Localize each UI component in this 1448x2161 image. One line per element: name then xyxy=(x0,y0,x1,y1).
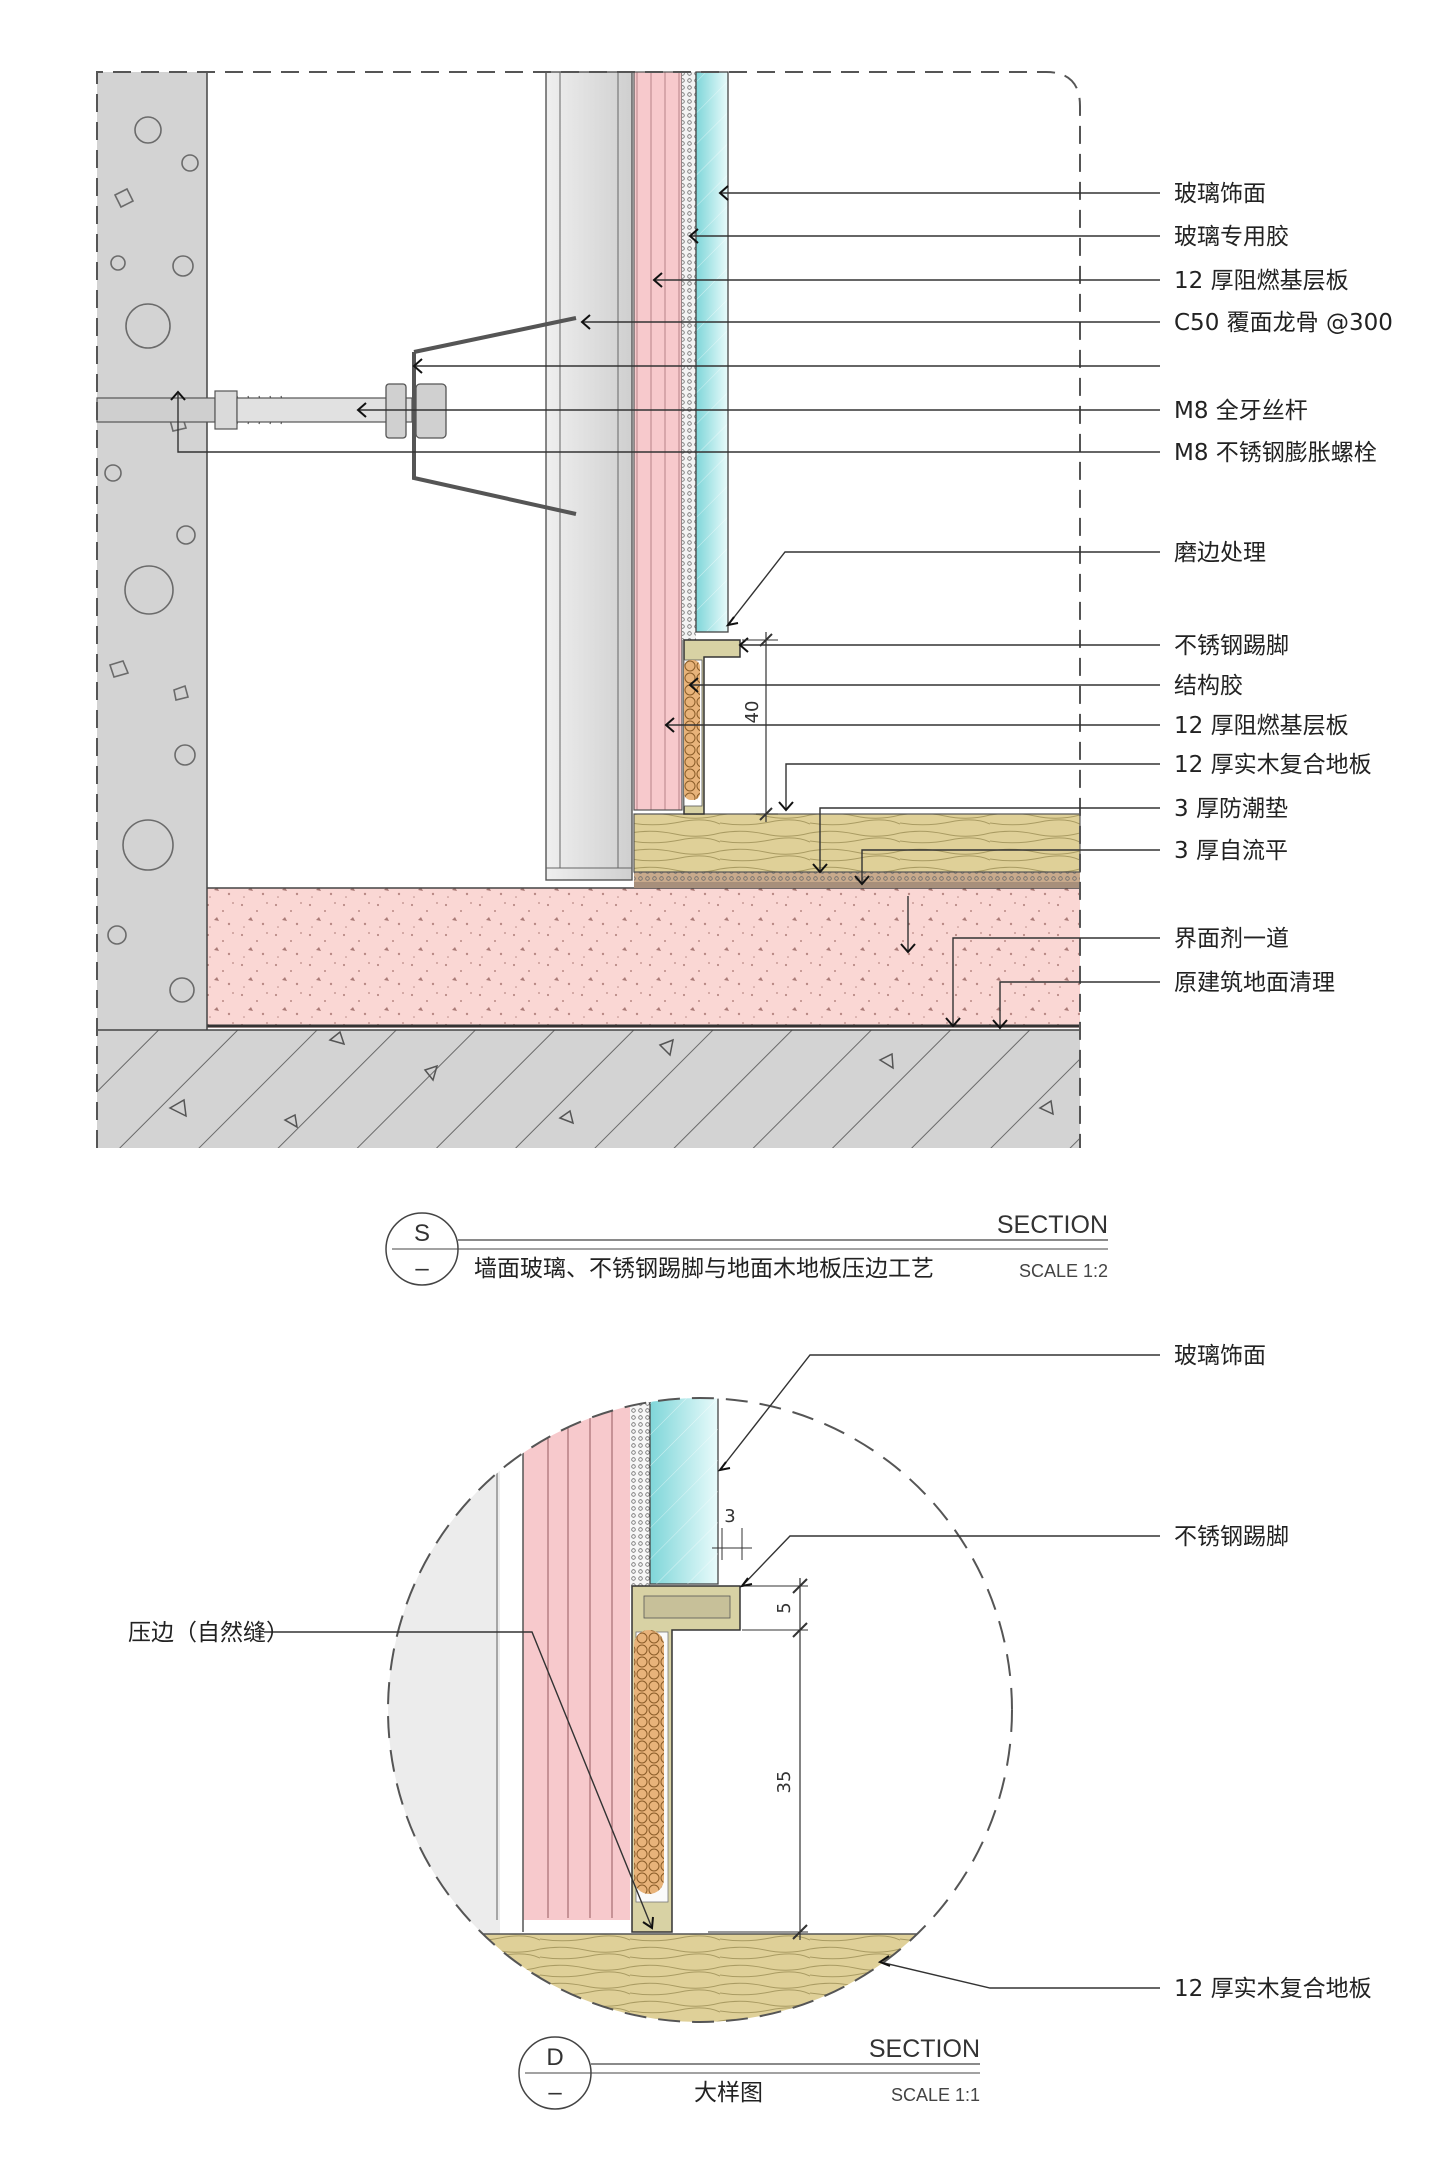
c50-keel xyxy=(545,71,633,881)
detail-d-dimensions: 3 5 35 xyxy=(708,1506,808,1940)
section-title-en: SECTION xyxy=(997,1211,1108,1239)
label-interface-agent: 界面剂一道 xyxy=(1174,926,1289,952)
detail-title-cn: 大样图 xyxy=(694,2080,763,2106)
label-base-clean: 原建筑地面清理 xyxy=(1174,970,1335,996)
detail-scale: SCALE 1:1 xyxy=(891,2085,980,2105)
detail-s-leaders xyxy=(170,185,1160,1030)
concrete-aggregate xyxy=(104,116,199,1003)
detail-title-en: SECTION xyxy=(869,2035,980,2063)
detail-badge-sub: – xyxy=(548,2079,562,2106)
detail-d-fr-board xyxy=(523,1398,630,1920)
label-moisture-pad: 3 厚防潮垫 xyxy=(1174,796,1288,822)
label-structural-glue: 结构胶 xyxy=(1174,673,1243,699)
label-wood-floor: 12 厚实木复合地板 xyxy=(1174,752,1372,778)
detail-d-title-block: D – SECTION 大样图 SCALE 1:1 xyxy=(518,2035,980,2110)
label-self-level: 3 厚自流平 xyxy=(1174,838,1288,864)
section-title-cn: 墙面玻璃、不锈钢踢脚与地面木地板压边工艺 xyxy=(474,1256,934,1282)
dimension-5-text: 5 xyxy=(774,1602,795,1613)
section-scale: SCALE 1:2 xyxy=(1019,1261,1108,1281)
anchor-bolt-sleeve xyxy=(96,397,216,423)
dimension-35-text: 35 xyxy=(774,1771,795,1794)
section-badge-sub: – xyxy=(415,1255,429,1282)
detail-s-section: 40 玻璃饰面 玻璃专用胶 12 厚阻燃基层板 C50 覆面龙骨 @300 M8… xyxy=(96,71,1393,1286)
label-steel-skirting: 不锈钢踢脚 xyxy=(1174,633,1289,659)
label-d-edge-joint: 压边（自然缝） xyxy=(128,1620,289,1646)
detail-d-leaders xyxy=(264,1354,1160,1989)
label-glass-face: 玻璃饰面 xyxy=(1174,181,1266,207)
label-fr-board-1: 12 厚阻燃基层板 xyxy=(1174,268,1349,294)
label-fr-board-2: 12 厚阻燃基层板 xyxy=(1174,713,1349,739)
label-keel: C50 覆面龙骨 @300 xyxy=(1174,310,1393,336)
label-glass-glue: 玻璃专用胶 xyxy=(1174,224,1289,250)
label-anchor-bolt: M8 不锈钢膨胀螺栓 xyxy=(1174,440,1377,466)
dimension-40: 40 xyxy=(742,632,778,822)
label-threaded-rod: M8 全牙丝杆 xyxy=(1174,398,1308,424)
label-d-steel-skirting: 不锈钢踢脚 xyxy=(1174,1524,1289,1550)
dimension-40-text: 40 xyxy=(742,701,763,724)
detail-d-labels: 玻璃饰面 不锈钢踢脚 压边（自然缝） 12 厚实木复合地板 xyxy=(128,1343,1372,2002)
hanger-bracket xyxy=(412,352,577,516)
label-edge-polish: 磨边处理 xyxy=(1174,540,1266,566)
label-d-glass-face: 玻璃饰面 xyxy=(1174,1343,1266,1369)
section-badge-letter: S xyxy=(414,1220,430,1247)
detail-s-title-block: S – SECTION 墙面玻璃、不锈钢踢脚与地面木地板压边工艺 SCALE 1… xyxy=(385,1211,1108,1286)
detail-s-labels: 玻璃饰面 玻璃专用胶 12 厚阻燃基层板 C50 覆面龙骨 @300 M8 全牙… xyxy=(1174,181,1393,996)
dimension-3-text: 3 xyxy=(724,1506,735,1527)
label-d-wood-floor: 12 厚实木复合地板 xyxy=(1174,1976,1372,2002)
detail-d-enlarged: 3 5 35 玻璃饰面 不锈钢踢脚 压边（自然缝） 12 厚实木复合地板 xyxy=(128,1343,1372,2110)
concrete-wall xyxy=(97,72,207,1030)
detail-badge-letter: D xyxy=(546,2044,563,2071)
